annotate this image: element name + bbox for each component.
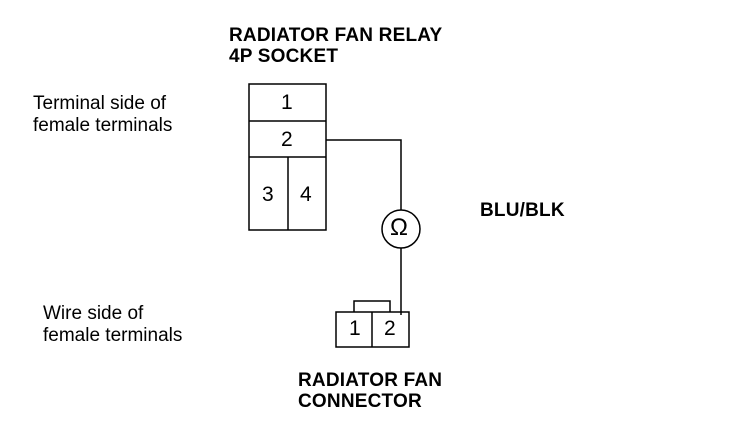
relay-terminal-4: 4	[300, 183, 312, 206]
relay-terminal-3: 3	[262, 183, 274, 206]
relay-title-line1: RADIATOR FAN RELAY	[229, 25, 443, 46]
wire-relay-to-meter	[326, 139, 402, 210]
connector-title-line2: CONNECTOR	[298, 391, 422, 412]
relay-terminal-1: 1	[281, 91, 293, 114]
wire-color-label: BLU/BLK	[480, 200, 565, 221]
connector-terminal-1: 1	[349, 317, 361, 340]
relay-terminal-2: 2	[281, 128, 293, 151]
wire-side-line2: female terminals	[43, 325, 183, 346]
terminal-side-line2: female terminals	[33, 115, 173, 136]
wire-side-line1: Wire side of	[43, 303, 144, 324]
ohmmeter-symbol: Ω	[390, 214, 408, 241]
connector-title-line1: RADIATOR FAN	[298, 370, 443, 391]
connector-lock-tab	[353, 300, 391, 312]
relay-title-line2: 4P SOCKET	[229, 46, 339, 67]
terminal-side-line1: Terminal side of	[33, 93, 167, 114]
connector-terminal-2: 2	[384, 317, 396, 340]
